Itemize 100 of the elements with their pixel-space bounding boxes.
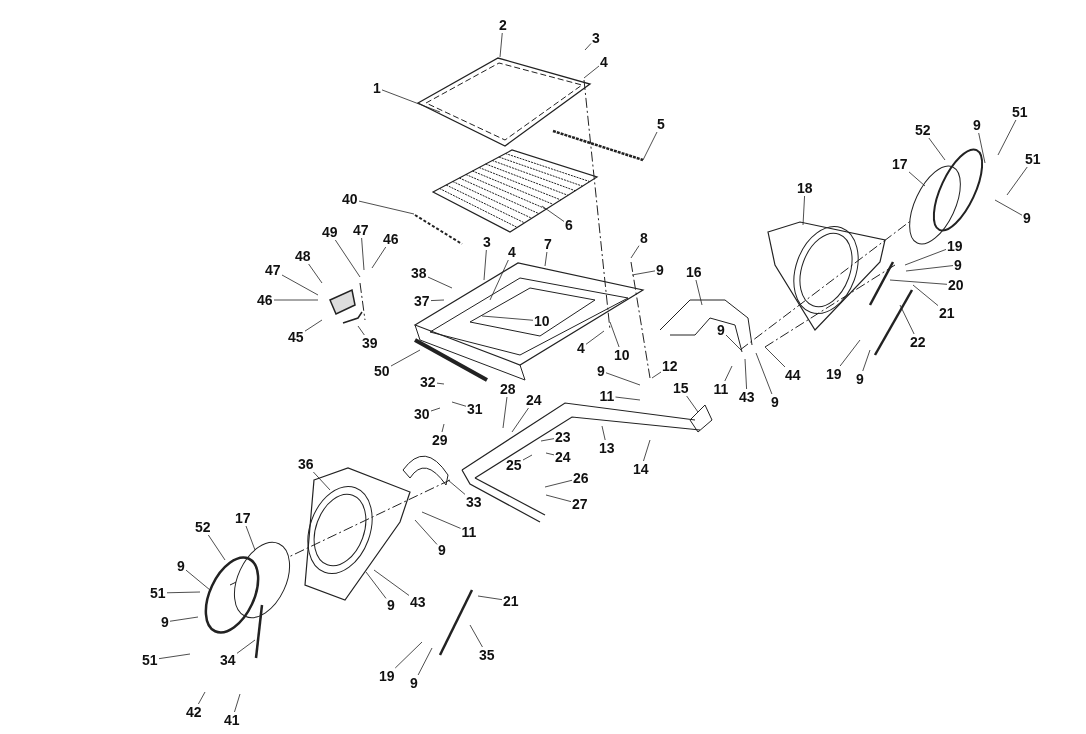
callout-number: 7 (543, 236, 553, 252)
callout-number: 52 (914, 122, 932, 138)
leader-line (912, 284, 939, 306)
leader-line (483, 249, 487, 281)
leader-line (978, 132, 986, 164)
callout-number: 11 (460, 524, 478, 540)
callout-number: 28 (499, 381, 517, 397)
leader-line (158, 653, 191, 660)
callout-number: 49 (321, 224, 339, 240)
callout-number: 19 (378, 668, 396, 684)
leader-line (585, 330, 605, 345)
leader-line (430, 299, 445, 301)
leader-line (441, 423, 445, 433)
leader-line (997, 119, 1017, 156)
callout-number: 12 (661, 358, 679, 374)
callout-number: 40 (341, 191, 359, 207)
leader-line (724, 365, 733, 382)
callout-number: 9 (176, 558, 186, 574)
callout-number: 1 (372, 80, 382, 96)
leader-line (273, 299, 319, 301)
callout-number: 19 (825, 366, 843, 382)
callout-number: 20 (947, 277, 965, 293)
leader-line (489, 259, 509, 301)
callout-number: 50 (373, 363, 391, 379)
leader-line (889, 279, 948, 285)
callout-number: 18 (796, 180, 814, 196)
leader-line (469, 624, 483, 648)
callout-number: 15 (672, 380, 690, 396)
leader-line (207, 534, 226, 561)
leader-line (499, 32, 503, 58)
callout-number: 9 (1022, 210, 1032, 226)
leader-line (584, 43, 592, 51)
leader-line (308, 263, 323, 284)
leader-line (899, 304, 915, 335)
callout-number: 6 (564, 217, 574, 233)
callout-number: 9 (409, 675, 419, 691)
callout-number: 16 (685, 264, 703, 280)
callout-number: 10 (533, 313, 551, 329)
leader-line (522, 454, 533, 461)
leader-line (545, 494, 572, 502)
callout-number: 11 (712, 381, 730, 397)
leader-line (430, 407, 441, 412)
callout-number: 27 (571, 496, 589, 512)
leader-line (169, 616, 199, 622)
callout-number: 39 (361, 335, 379, 351)
leader-line (541, 205, 565, 222)
leader-line (421, 511, 461, 529)
callout-number: 5 (656, 116, 666, 132)
leader-line (994, 199, 1023, 216)
leader-line (236, 639, 256, 654)
callout-number: 17 (234, 510, 252, 526)
leader-line (755, 352, 773, 395)
callout-number: 30 (413, 406, 431, 422)
callout-number: 19 (946, 238, 964, 254)
callout-number: 9 (160, 614, 170, 630)
leader-line (928, 137, 946, 161)
leader-line (371, 246, 387, 269)
leader-line (185, 569, 211, 591)
leader-line (839, 339, 861, 367)
callout-number: 47 (352, 222, 370, 238)
callout-number: 48 (294, 248, 312, 264)
leader-line (609, 321, 620, 348)
callout-number: 42 (185, 704, 203, 720)
callout-number: 51 (1011, 104, 1029, 120)
leader-line (905, 265, 954, 272)
callout-number: 9 (770, 394, 780, 410)
leader-line (601, 425, 606, 441)
leader-line (545, 452, 555, 456)
callout-number: 46 (382, 231, 400, 247)
callout-number: 47 (264, 262, 282, 278)
callout-number: 37 (413, 293, 431, 309)
callout-number: 43 (738, 389, 756, 405)
callout-number: 9 (716, 322, 726, 338)
leader-line (390, 349, 421, 367)
callout-number: 2 (498, 17, 508, 33)
callout-number: 38 (410, 265, 428, 281)
callout-number: 22 (909, 334, 927, 350)
callout-number: 21 (502, 593, 520, 609)
leader-line (436, 382, 445, 385)
leader-line (744, 358, 747, 390)
callout-number: 4 (576, 340, 586, 356)
callout-number: 4 (507, 244, 517, 260)
callout-number: 44 (784, 367, 802, 383)
callout-number: 9 (437, 542, 447, 558)
leader-line (414, 519, 438, 545)
callout-number: 9 (655, 262, 665, 278)
callout-number: 26 (572, 470, 590, 486)
callout-number: 9 (386, 597, 396, 613)
leader-line (643, 439, 651, 462)
callout-number: 8 (639, 230, 649, 246)
callout-number: 43 (409, 594, 427, 610)
leader-line (695, 279, 703, 306)
callout-number: 23 (554, 429, 572, 445)
leader-line (908, 171, 926, 187)
callout-number: 34 (219, 652, 237, 668)
leader-line (358, 200, 415, 215)
callout-number: 10 (613, 347, 631, 363)
leader-line (802, 195, 805, 226)
callout-number: 11 (598, 388, 616, 404)
callout-number: 3 (591, 30, 601, 46)
